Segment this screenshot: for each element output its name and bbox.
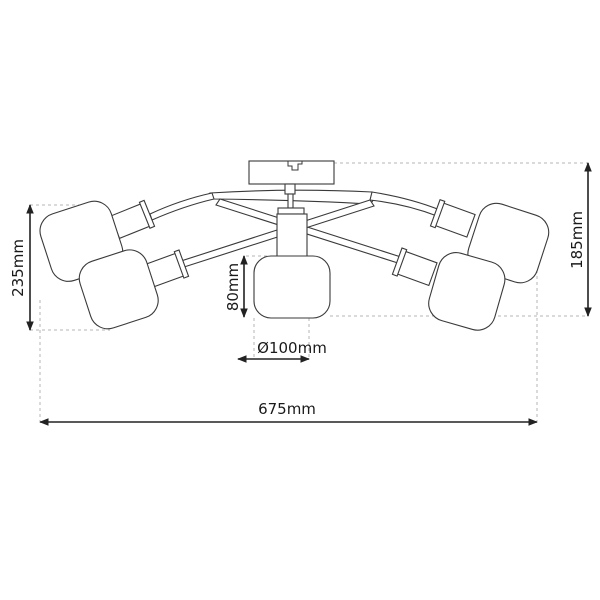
dimension-shade-diameter: Ø100mm — [237, 339, 327, 363]
canopy — [248, 160, 335, 215]
lamp-lower-right — [391, 247, 506, 331]
lamp-lower-left — [78, 249, 190, 330]
dimension-height-right: 185mm — [568, 162, 592, 317]
label-80mm: 80mm — [224, 263, 242, 311]
label-235mm: 235mm — [9, 239, 27, 297]
dimension-total-width: 675mm — [39, 400, 538, 426]
dimension-shade-height: 80mm — [224, 255, 248, 318]
dimension-height-left: 235mm — [9, 204, 34, 331]
label-diameter-100mm: Ø100mm — [257, 339, 327, 357]
label-675mm: 675mm — [258, 400, 316, 418]
label-185mm: 185mm — [568, 211, 586, 269]
center-lamp — [253, 213, 331, 319]
